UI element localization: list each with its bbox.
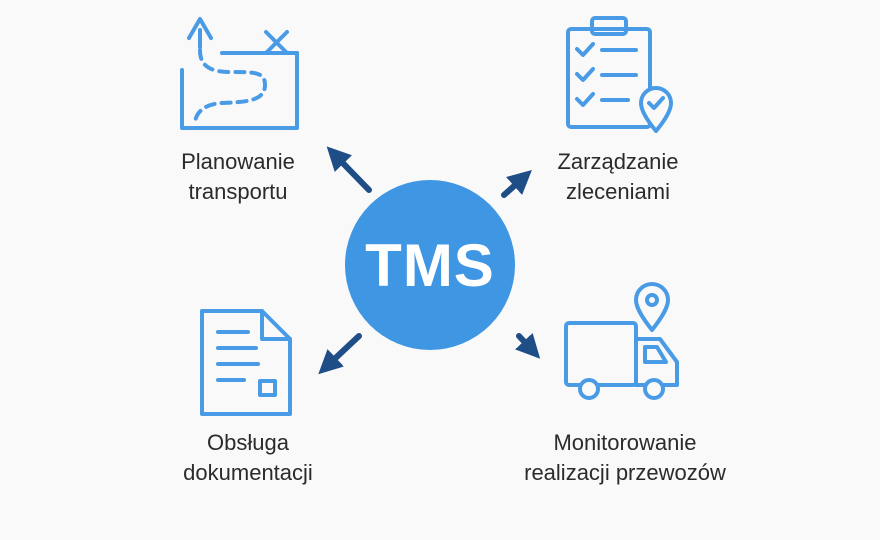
arrow-to-monitoring (515, 333, 541, 359)
node-label-line: transportu (188, 179, 288, 204)
node-label-monitoring: Monitorowanie realizacji przewozów (500, 428, 750, 488)
arrow-to-planning (326, 146, 372, 193)
node-label-line: Monitorowanie (553, 430, 697, 455)
arrow-to-documents (318, 333, 362, 375)
arrow-to-orders (501, 169, 532, 198)
arrows (318, 146, 541, 375)
node-label-line: realizacji przewozów (524, 460, 726, 485)
node-label-line: zleceniami (566, 179, 670, 204)
node-label-line: Zarządzanie (557, 149, 679, 174)
node-label-documents: Obsługa dokumentacji (158, 428, 338, 488)
truck-location-icon (564, 282, 679, 400)
node-label-line: Planowanie (181, 149, 295, 174)
document-icon (200, 309, 292, 416)
node-label-planning: Planowanie transportu (158, 147, 318, 207)
hub-label: TMS (365, 231, 495, 299)
hub-circle (345, 180, 515, 350)
route-map-icon (180, 17, 299, 130)
node-label-orders: Zarządzanie zleceniami (528, 147, 708, 207)
node-label-line: dokumentacji (183, 460, 313, 485)
clipboard-checklist-icon (566, 16, 673, 133)
node-label-line: Obsługa (207, 430, 289, 455)
